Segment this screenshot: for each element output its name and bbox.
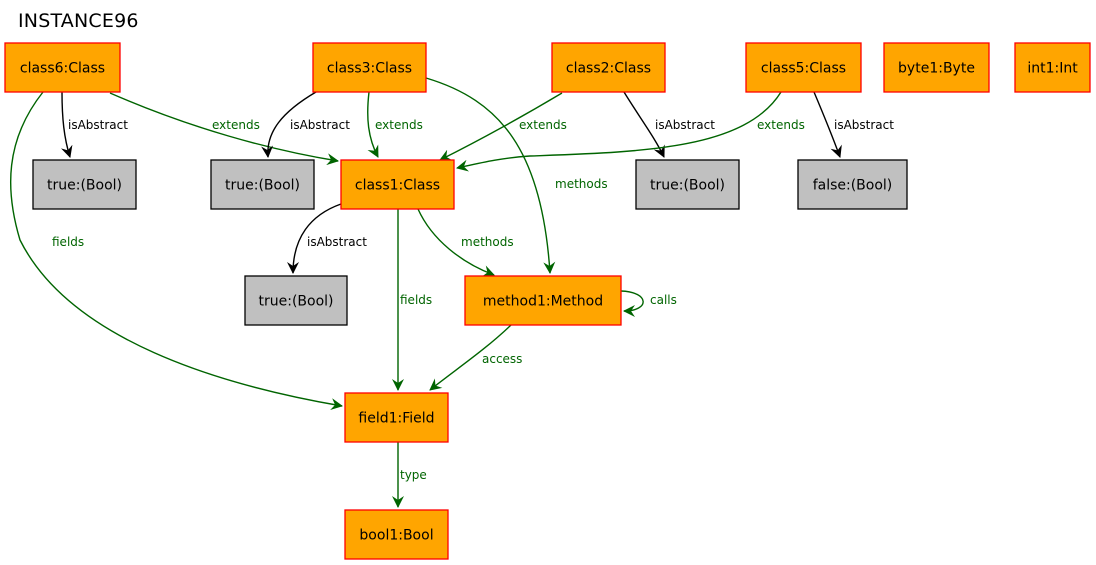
node-box-bool1	[344, 509, 449, 560]
node-byte1: byte1:Byte	[883, 42, 990, 93]
node-label-class1: class1:Class	[355, 178, 440, 194]
edge-label-methods: methods	[555, 177, 608, 191]
node-label-int1: int1:Int	[1027, 61, 1078, 77]
node-label-class6: class6:Class	[20, 61, 105, 77]
node-box-true_c6	[32, 159, 137, 210]
node-class2: class2:Class	[551, 42, 666, 93]
node-bool1: bool1:Bool	[344, 509, 449, 560]
edge-label-type: type	[400, 468, 427, 482]
edge-label-access: access	[482, 352, 522, 366]
node-box-true_c1	[244, 275, 348, 326]
node-method1: method1:Method	[464, 275, 622, 326]
node-class1: class1:Class	[340, 159, 455, 210]
edge-label-extends: extends	[519, 118, 567, 132]
node-label-true_c2: true:(Bool)	[650, 178, 725, 194]
edge-class3-isAbstract-true_c3	[261, 91, 317, 158]
node-box-method1	[464, 275, 622, 326]
node-box-true_c3	[210, 159, 315, 210]
node-true_c1: true:(Bool)	[244, 275, 348, 326]
node-label-class3: class3:Class	[327, 61, 412, 77]
node-label-bool1: bool1:Bool	[359, 528, 433, 544]
node-box-class2	[551, 42, 666, 93]
node-box-class1	[340, 159, 455, 210]
edge-class2-extends-class1	[439, 92, 563, 161]
node-label-true_c6: true:(Bool)	[47, 178, 122, 194]
edge-label-extends: extends	[757, 118, 805, 132]
node-label-class2: class2:Class	[566, 61, 651, 77]
node-label-method1: method1:Method	[483, 294, 603, 310]
node-field1: field1:Field	[344, 392, 449, 443]
edge-label-calls: calls	[650, 293, 677, 307]
edge-label-isAbstract: isAbstract	[834, 118, 894, 132]
node-box-true_c2	[635, 159, 740, 210]
node-label-field1: field1:Field	[358, 411, 434, 427]
node-box-false_c5	[797, 159, 908, 210]
node-box-field1	[344, 392, 449, 443]
node-box-class3	[312, 42, 427, 93]
node-true_c3: true:(Bool)	[210, 159, 315, 210]
edge-class5-isAbstract-false_c5	[813, 91, 842, 158]
edge-label-fields: fields	[52, 235, 84, 249]
edge-class1-methods-method1	[417, 208, 495, 277]
edge-label-isAbstract: isAbstract	[68, 118, 128, 132]
edge-class6-fields-field1	[9, 91, 343, 411]
node-box-class5	[745, 42, 862, 93]
node-false_c5: false:(Bool)	[797, 159, 908, 210]
edge-label-isAbstract: isAbstract	[290, 118, 350, 132]
edge-class6-extends-class1	[109, 92, 339, 166]
edge-label-extends: extends	[375, 118, 423, 132]
edge-label-isAbstract: isAbstract	[655, 118, 715, 132]
node-class3: class3:Class	[312, 42, 427, 93]
node-true_c6: true:(Bool)	[32, 159, 137, 210]
node-box-int1	[1014, 42, 1091, 93]
node-label-true_c3: true:(Bool)	[225, 178, 300, 194]
edge-class5-extends-class1	[456, 91, 782, 172]
node-true_c2: true:(Bool)	[635, 159, 740, 210]
edge-label-extends: extends	[212, 118, 260, 132]
node-label-true_c1: true:(Bool)	[259, 294, 334, 310]
node-label-false_c5: false:(Bool)	[813, 178, 893, 194]
node-label-byte1: byte1:Byte	[898, 61, 975, 77]
node-class5: class5:Class	[745, 42, 862, 93]
edge-class3-extends-class1	[367, 91, 379, 158]
node-label-class5: class5:Class	[761, 61, 846, 77]
edge-class2-isAbstract-true_c2	[623, 91, 665, 158]
node-box-class6	[4, 42, 121, 93]
edge-label-methods: methods	[461, 235, 514, 249]
edge-label-fields: fields	[400, 293, 432, 307]
node-box-byte1	[883, 42, 990, 93]
edge-label-isAbstract: isAbstract	[307, 235, 367, 249]
edge-class3-methods-method1	[425, 77, 556, 274]
edge-class6-isAbstract-true_c6	[60, 91, 73, 158]
node-class6: class6:Class	[4, 42, 121, 93]
diagram-title: INSTANCE96	[18, 10, 139, 32]
node-int1: int1:Int	[1014, 42, 1091, 93]
edge-method1-calls-method1	[620, 290, 644, 317]
edge-method1-access-field1	[429, 324, 512, 391]
edge-class1-isAbstract-true_c1	[287, 203, 342, 274]
